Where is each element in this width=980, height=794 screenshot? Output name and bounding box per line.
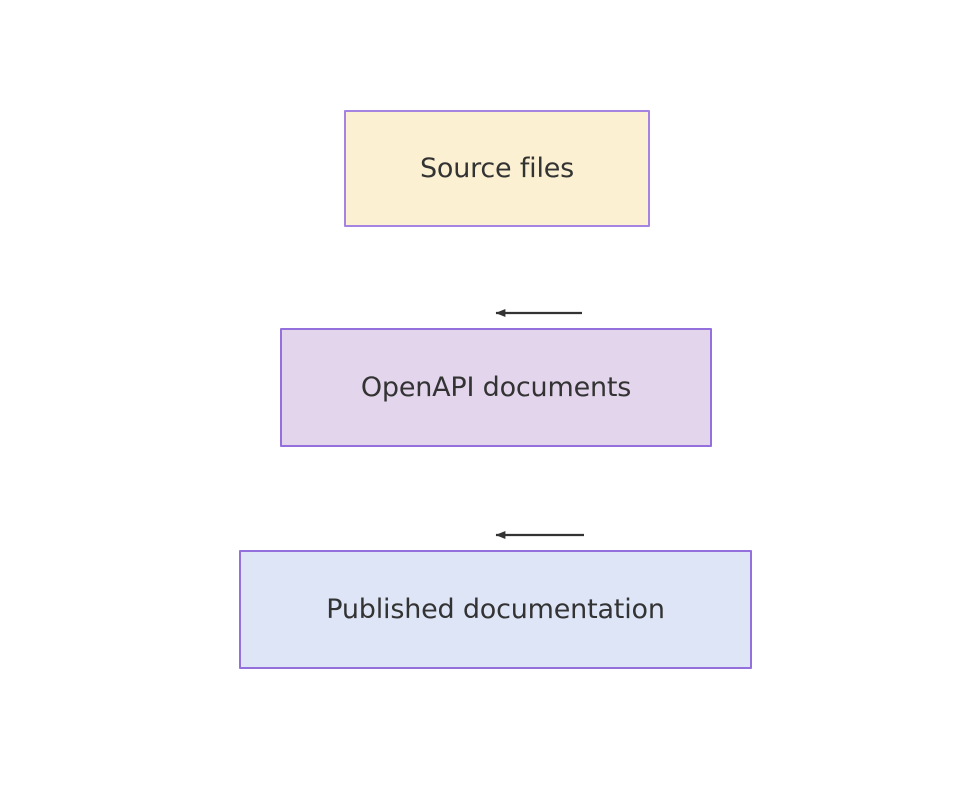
node-source-files-label: Source files [419,152,575,184]
node-published-documentation[interactable]: Published documentation [239,550,752,669]
node-openapi-documents-label: OpenAPI documents [360,371,632,403]
node-published-documentation-label: Published documentation [326,593,665,625]
node-openapi-documents[interactable]: OpenAPI documents [280,328,712,447]
node-source-files[interactable]: Source files [344,110,650,227]
